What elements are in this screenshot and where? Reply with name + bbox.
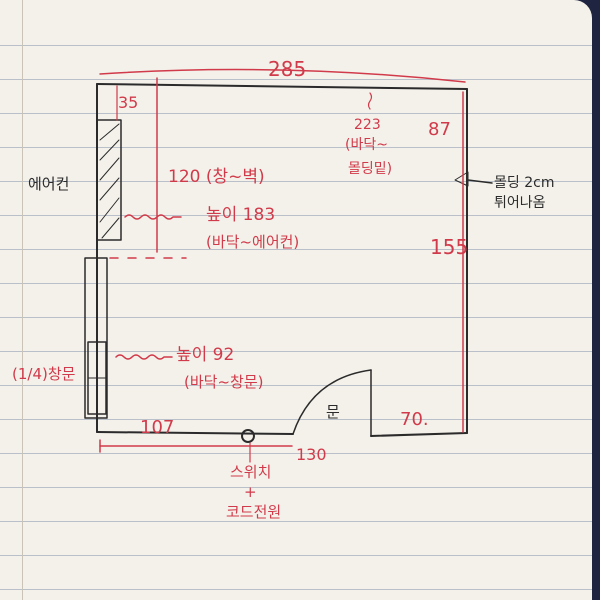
- molding-marker: [454, 171, 469, 187]
- left-top-gap-label: 35: [118, 93, 139, 112]
- bottom-left-label: 107: [140, 417, 175, 438]
- aircon-height-note-label: (바닥~에어컨): [206, 233, 300, 251]
- window-unit: [84, 257, 108, 419]
- bottom-mid-label: 130: [296, 445, 327, 464]
- top-width-label: 285: [268, 57, 307, 81]
- door-label: 문: [326, 403, 340, 421]
- window-label: (1/4)창문: [12, 365, 76, 383]
- window-height-note-label: (바닥~창문): [184, 373, 264, 391]
- window-to-wall-label: 120 (창~벽): [168, 167, 265, 187]
- page-margin: [22, 0, 23, 600]
- ceiling-height-label: 223: [354, 117, 381, 133]
- aircon-label: 에어컨: [28, 175, 70, 193]
- switch-label: 스위치: [230, 463, 272, 481]
- aircon-height-label: 높이 183: [206, 205, 276, 225]
- switch-mark: [241, 429, 255, 443]
- door-swing: [292, 369, 372, 437]
- plus-label: +: [244, 483, 257, 501]
- molding-label: 몰딩 2cm: [494, 175, 555, 191]
- bottom-right-label: 70.: [400, 409, 429, 430]
- outlet-label: 코드전원: [226, 503, 282, 521]
- room-outline: [96, 83, 468, 437]
- dimension-lines: [99, 68, 466, 463]
- right-bottom-label: 155: [430, 235, 469, 259]
- ceiling-note2-label: 몰딩밑): [348, 161, 393, 177]
- window-height-label: 높이 92: [176, 345, 235, 365]
- aircon-unit: [96, 119, 122, 241]
- right-top-label: 87: [428, 119, 451, 140]
- ceiling-note-label: (바닥~: [345, 137, 388, 153]
- molding2-label: 튀어나옴: [494, 195, 546, 211]
